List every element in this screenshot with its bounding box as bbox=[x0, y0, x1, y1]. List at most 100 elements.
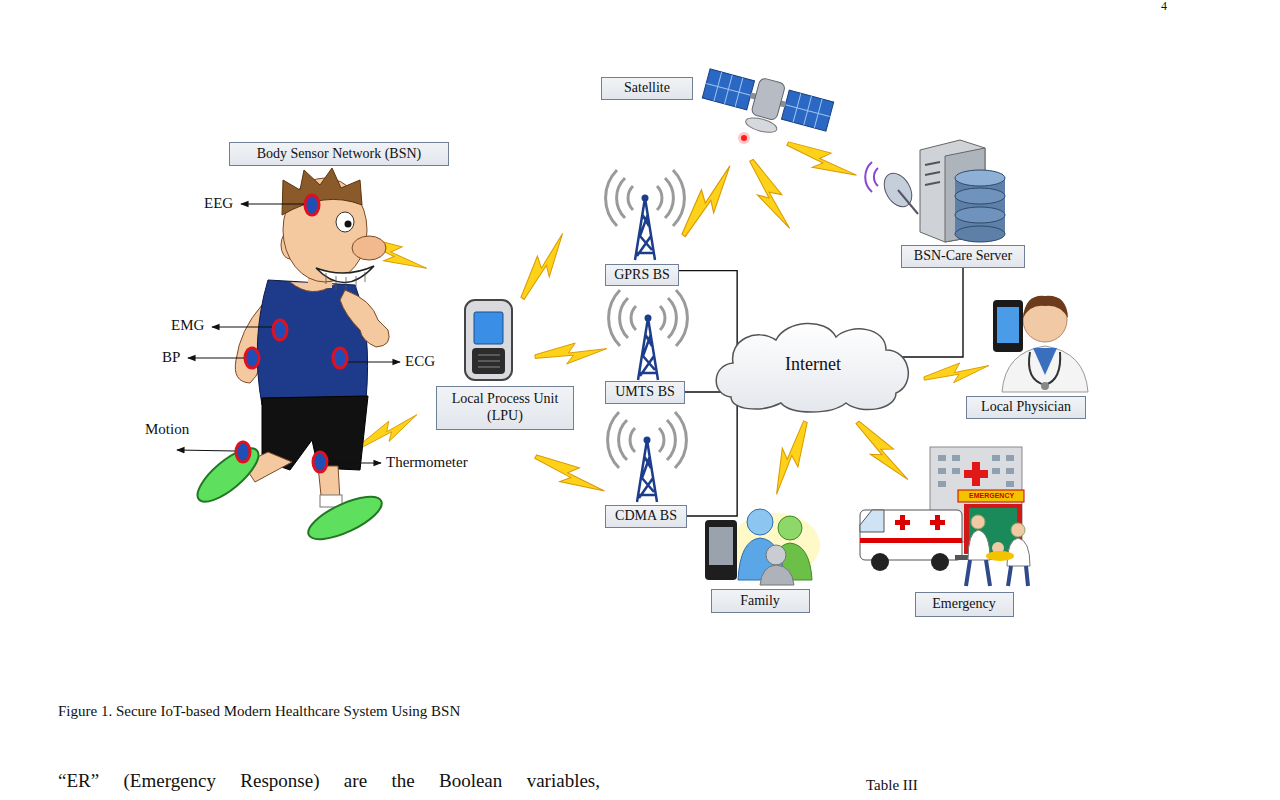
satellite-icon bbox=[698, 64, 835, 147]
sensor-node bbox=[236, 195, 347, 472]
satellite-icon bbox=[702, 69, 754, 110]
wireless-bolt bbox=[764, 418, 817, 498]
satellite-icon bbox=[751, 77, 786, 120]
physician-icon bbox=[1033, 348, 1057, 375]
sensor-node bbox=[313, 452, 327, 472]
signal-dot bbox=[738, 132, 750, 144]
text-label: EMERGENCY bbox=[969, 491, 1014, 501]
node-label: Local Process Unit (LPU) bbox=[444, 391, 566, 425]
connector-line bbox=[679, 271, 737, 345]
text-label: BP bbox=[162, 349, 180, 366]
emergency-icon bbox=[966, 560, 990, 586]
physician-icon bbox=[993, 296, 1088, 392]
connector-line bbox=[687, 405, 737, 516]
text-label: EEG bbox=[204, 195, 233, 212]
body-text: “ER” (Emergency Response) are the Boolea… bbox=[58, 770, 600, 792]
family-icon bbox=[760, 565, 794, 585]
satellite-icon bbox=[782, 90, 834, 131]
text-label: Thermometer bbox=[386, 454, 468, 471]
wireless-bolt bbox=[531, 446, 608, 503]
satellite-icon bbox=[744, 115, 778, 135]
server-icon bbox=[925, 162, 940, 185]
wireless-bolt bbox=[513, 229, 574, 304]
leader-arrow bbox=[328, 462, 381, 463]
physician-icon bbox=[1029, 352, 1060, 385]
physician-icon bbox=[993, 300, 1023, 352]
node-label: GPRS BS bbox=[614, 267, 670, 284]
label-box: GPRS BS bbox=[605, 264, 679, 286]
physician-icon bbox=[1002, 346, 1088, 392]
node-label: Body Sensor Network (BSN) bbox=[257, 146, 422, 163]
family-icon bbox=[705, 509, 820, 585]
emergency-icon bbox=[1011, 523, 1025, 537]
patient-figure bbox=[352, 236, 386, 260]
node-label: Emergency bbox=[932, 596, 996, 613]
emergency-icon bbox=[931, 553, 949, 571]
connector-line bbox=[685, 391, 722, 392]
patient-figure bbox=[282, 168, 362, 215]
label-box: Body Sensor Network (BSN) bbox=[229, 142, 449, 166]
server-icon bbox=[955, 188, 1005, 204]
label-box: CDMA BS bbox=[605, 505, 687, 528]
emergency-icon bbox=[860, 510, 884, 532]
text-label: 4 bbox=[1161, 0, 1167, 14]
emergency-icon bbox=[860, 447, 1030, 586]
server-icon bbox=[898, 190, 918, 214]
base-station-tower bbox=[606, 170, 688, 502]
phone-icon bbox=[474, 312, 503, 344]
sensor-node bbox=[333, 348, 347, 368]
signal-dot bbox=[738, 132, 750, 144]
sensor-node bbox=[273, 320, 287, 340]
server-icon bbox=[865, 140, 1005, 242]
family-icon bbox=[709, 527, 733, 565]
wireless-bolt bbox=[783, 133, 860, 187]
node-label: Internet bbox=[785, 354, 841, 376]
emergency-icon bbox=[958, 490, 1024, 502]
emergency-icon bbox=[895, 515, 945, 530]
leader-arrow bbox=[177, 204, 400, 463]
leader-arrow bbox=[348, 361, 400, 362]
signal-dot bbox=[741, 135, 747, 141]
server-icon bbox=[955, 170, 1005, 186]
emergency-icon bbox=[871, 553, 889, 571]
physician-icon bbox=[1041, 382, 1049, 390]
emergency-icon bbox=[860, 538, 962, 543]
server-icon bbox=[955, 226, 1005, 242]
sensor-node bbox=[245, 348, 259, 368]
emergency-icon bbox=[964, 462, 988, 486]
emergency-icon bbox=[986, 551, 1014, 561]
patient-figure bbox=[336, 212, 354, 232]
label-box: UMTS BS bbox=[605, 381, 685, 404]
patient-figure bbox=[326, 272, 365, 291]
text-label: ECG bbox=[405, 353, 435, 370]
cloud-outline bbox=[716, 323, 908, 412]
emergency-icon bbox=[1007, 538, 1030, 566]
physician-icon bbox=[997, 307, 1019, 343]
wireless-bolt bbox=[673, 161, 742, 242]
node-label: UMTS BS bbox=[615, 384, 675, 401]
satellite-icon bbox=[702, 69, 754, 110]
phone-icon bbox=[478, 355, 500, 367]
emergency-icon bbox=[971, 515, 985, 529]
family-icon bbox=[705, 520, 737, 580]
emergency-icon bbox=[860, 510, 962, 560]
server-icon bbox=[955, 207, 1005, 223]
wireless-bolt bbox=[355, 133, 990, 503]
sensor-node bbox=[236, 442, 250, 462]
base-station-tower bbox=[608, 412, 687, 502]
wireless-bolt bbox=[923, 359, 991, 387]
leader-arrow bbox=[177, 450, 235, 451]
wireless-bolt bbox=[743, 155, 797, 235]
node-label: Local Physician bbox=[981, 399, 1071, 416]
node-label: Family bbox=[740, 593, 780, 610]
node-label: Satellite bbox=[624, 80, 670, 97]
text-label: Table III bbox=[866, 777, 918, 794]
emergency-icon bbox=[1008, 566, 1028, 586]
family-icon bbox=[778, 516, 802, 540]
text-label: EMG bbox=[171, 317, 204, 334]
satellite-icon bbox=[782, 90, 834, 131]
leader-arrow bbox=[188, 357, 244, 358]
patient-figure bbox=[340, 290, 389, 347]
